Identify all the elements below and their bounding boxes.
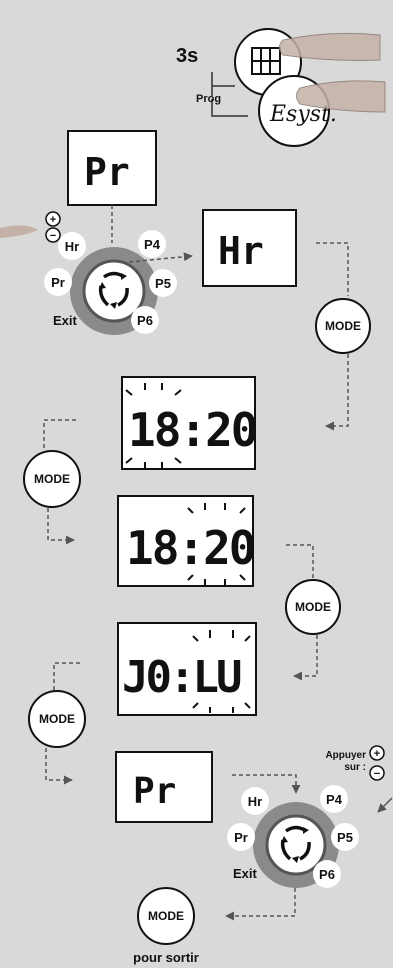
mode-button-2[interactable]: MODE [23,450,81,508]
plus-button-2[interactable]: + [369,745,385,761]
svg-text:−: − [50,230,56,242]
lcd-display-time-1 [121,376,256,470]
lcd-text-day: J0:LU [122,652,241,703]
dial-label-p4-2[interactable]: P4 [320,785,348,813]
lcd-text-hr: Hr [218,229,264,273]
svg-text:MODE: MODE [325,319,361,333]
dial-label-p6-1[interactable]: P6 [131,306,159,334]
fingers-image [279,32,386,113]
blink-marks-minutes [187,503,246,585]
lcd-text-time-2: 18:20 [126,521,254,575]
svg-text:+: + [50,214,56,226]
svg-text:Exit: Exit [53,313,78,328]
svg-text:MODE: MODE [39,712,75,726]
dial-label-p5-1[interactable]: P5 [149,269,177,297]
lcd-text-pr-2: Pr [133,771,176,812]
dial-label-exit-1[interactable]: Exit [53,313,78,328]
dial-label-hr-2[interactable]: Hr [241,787,269,815]
dial-label-p5-2[interactable]: P5 [331,823,359,851]
lcd-text-time-1: 18:20 [128,403,256,457]
svg-text:−: − [374,768,380,780]
svg-text:Hr: Hr [65,239,79,254]
svg-text:MODE: MODE [34,472,70,486]
dial-label-p6-2[interactable]: P6 [313,860,341,888]
svg-text:P4: P4 [326,792,343,807]
plus-button-1[interactable]: + [45,211,61,227]
blink-marks-hours [125,383,182,468]
hold-time-label: 3s [176,45,198,67]
svg-text:Pr: Pr [234,830,248,845]
press-text-line2: sur : [344,762,366,773]
dial-label-pr-1[interactable]: Pr [44,268,72,296]
mode-button-exit[interactable]: MODE [137,887,195,945]
svg-text:P6: P6 [319,867,335,882]
mode-button-1[interactable]: MODE [315,298,371,354]
dial-label-exit-2[interactable]: Exit [233,866,258,881]
press-pointer-arrow [377,797,393,813]
dial-label-pr-2[interactable]: Pr [227,823,255,851]
lcd-display-pr-2 [115,751,213,823]
svg-text:Pr: Pr [51,275,65,290]
minus-button-2[interactable]: − [369,765,385,781]
mode-button-3[interactable]: MODE [285,579,341,635]
svg-text:P5: P5 [337,830,353,845]
dial-label-p4-1[interactable]: P4 [138,230,166,258]
svg-text:P6: P6 [137,313,153,328]
svg-text:+: + [374,748,380,760]
lcd-display-time-2 [117,495,254,587]
hand-image [0,225,38,238]
lcd-display-day [117,622,257,716]
svg-text:P4: P4 [144,237,161,252]
mode-button-4[interactable]: MODE [28,690,86,748]
prog-label: Prog [196,93,221,105]
lcd-display-hr [202,209,297,287]
lcd-display-pr [67,130,157,206]
svg-text:P5: P5 [155,276,171,291]
press-text-line1: Appuyer [325,750,366,761]
blink-marks-day [192,630,251,713]
svg-text:MODE: MODE [295,600,331,614]
svg-text:Hr: Hr [248,794,262,809]
minus-button-1[interactable]: − [45,227,61,243]
exit-caption: pour sortir [133,950,199,965]
prog-bracket [211,72,248,117]
svg-text:Exit: Exit [233,866,258,881]
lcd-text-pr: Pr [84,150,130,194]
dial-label-hr-1[interactable]: Hr [58,232,86,260]
svg-text:MODE: MODE [148,909,184,923]
